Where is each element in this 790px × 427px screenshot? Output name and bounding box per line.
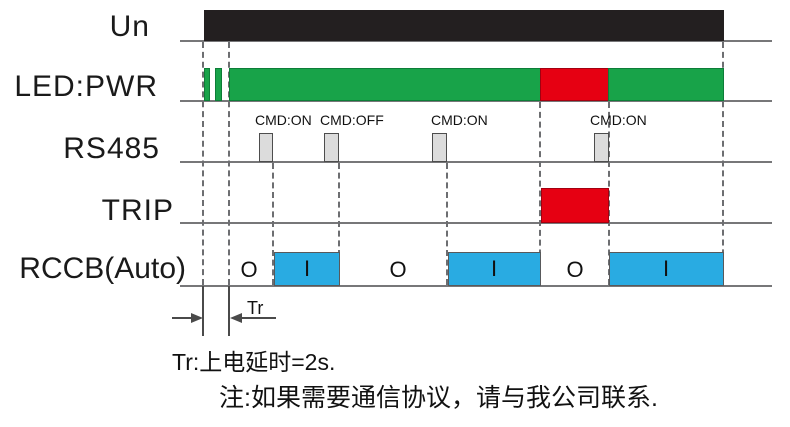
rccb-closed-block-2 — [448, 252, 541, 286]
rs485-cmd-pulse-3 — [432, 133, 447, 162]
dashed-guideline-cmd1 — [272, 163, 274, 285]
led-pwr-green-segment-2 — [608, 68, 724, 101]
rccb-state-i-3: I — [662, 256, 670, 281]
dashed-guideline-end — [722, 42, 724, 285]
signal-label-rs485: RS485 — [63, 132, 160, 165]
tr-arrowhead-right-icon — [191, 313, 203, 323]
note-communication: 注:如果需要通信协议，请与我公司联系. — [219, 384, 658, 412]
tr-dim-line-right — [240, 317, 276, 319]
rs485-cmd-pulse-1 — [259, 133, 273, 162]
baseline-led-pwr — [180, 100, 772, 102]
rccb-state-o-2: O — [389, 257, 407, 282]
led-pwr-blink-pulse-2 — [215, 68, 222, 101]
rccb-state-o-3: O — [566, 257, 584, 282]
baseline-rs485 — [180, 161, 772, 163]
rs485-cmd-pulse-4 — [594, 133, 609, 162]
dashed-guideline-cmd3 — [446, 163, 448, 285]
tr-dim-line-left — [172, 317, 194, 319]
signal-label-trip: TRIP — [101, 194, 174, 227]
rs485-cmd-label-1: CMD:ON — [255, 112, 312, 128]
tr-extension-line-right — [228, 286, 230, 336]
baseline-trip — [180, 222, 772, 224]
rccb-closed-block-3 — [609, 252, 724, 286]
led-pwr-red-segment — [540, 68, 609, 101]
tr-dimension-label: Tr — [247, 298, 264, 318]
rccb-state-o-1: O — [240, 257, 258, 282]
baseline-un — [180, 40, 772, 42]
rccb-state-i-1: I — [303, 256, 311, 281]
rs485-cmd-pulse-2 — [324, 133, 339, 162]
rccb-state-i-2: I — [490, 256, 498, 281]
tr-arrowhead-left-icon — [230, 313, 242, 323]
dashed-guideline-cmd2 — [338, 163, 340, 285]
rs485-cmd-label-4: CMD:ON — [590, 112, 647, 128]
baseline-rccb — [180, 285, 772, 287]
rs485-cmd-label-3: CMD:ON — [431, 112, 488, 128]
trip-pulse — [541, 188, 609, 223]
dashed-guideline-tr-end — [228, 42, 230, 285]
un-supply-bar — [204, 10, 724, 41]
rccb-closed-block-1 — [274, 252, 340, 286]
tr-extension-line-left — [202, 286, 204, 336]
signal-label-led-pwr: LED:PWR — [14, 70, 158, 103]
dashed-guideline-power-on — [202, 42, 204, 285]
note-tr-delay: Tr:上电延时=2s. — [172, 349, 336, 375]
led-pwr-green-segment-1 — [229, 68, 541, 101]
led-pwr-blink-pulse-1 — [204, 68, 210, 101]
dashed-guideline-trip-start — [539, 102, 541, 285]
signal-label-un: Un — [109, 10, 150, 43]
signal-label-rccb: RCCB(Auto) — [19, 252, 186, 285]
dashed-guideline-trip-end — [608, 102, 610, 285]
rs485-cmd-label-2: CMD:OFF — [320, 112, 384, 128]
